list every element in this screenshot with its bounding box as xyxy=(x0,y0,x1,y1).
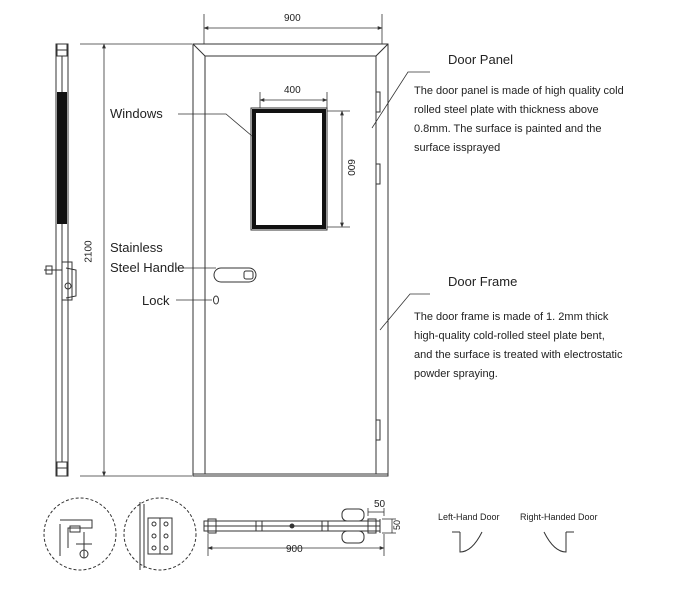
door-panel-leader xyxy=(371,71,430,129)
hinge-bottom xyxy=(375,419,381,441)
door-window xyxy=(250,107,328,231)
plan-small-dimensions xyxy=(367,508,396,534)
hinge-middle xyxy=(375,163,381,185)
right-hand-door-label: Right-Handed Door xyxy=(520,512,598,522)
door-height-label: 2100 xyxy=(83,240,95,263)
door-frame-outline xyxy=(192,43,389,477)
door-handle xyxy=(213,267,257,283)
detail-circle-hinge xyxy=(123,497,197,571)
door-frame-leader xyxy=(379,293,430,331)
plan-section xyxy=(203,508,381,544)
left-hand-swing-symbol xyxy=(452,531,483,553)
window-width-label: 400 xyxy=(284,85,301,96)
door-lock xyxy=(213,295,219,305)
door-elevation xyxy=(192,43,389,477)
windows-leader xyxy=(178,113,253,137)
windows-callout: Windows xyxy=(110,106,163,121)
height-dimension xyxy=(80,43,192,477)
side-handle-detail xyxy=(44,261,77,301)
window-height-dimension xyxy=(327,110,350,228)
side-seal-strip xyxy=(57,92,67,224)
hinge-top xyxy=(375,91,381,113)
callout-leaders xyxy=(176,71,430,331)
door-frame-heading: Door Frame xyxy=(448,274,518,289)
right-hand-swing-symbol xyxy=(543,531,574,553)
side-profile xyxy=(44,43,77,477)
door-panel-description: The door panel is made of high quality c… xyxy=(414,85,624,154)
handle-callout-line1: Stainless xyxy=(110,240,163,255)
plan-width-dimension xyxy=(207,534,385,556)
left-hand-door-label: Left-Hand Door xyxy=(438,512,500,522)
door-width-label: 900 xyxy=(284,13,301,24)
window-width-dimension xyxy=(259,92,328,108)
window-height-label: 600 xyxy=(344,159,356,176)
frame-side-label: 50 xyxy=(392,519,403,531)
frame-depth-label: 50 xyxy=(374,499,386,510)
handle-callout-line2: Steel Handle xyxy=(110,260,185,275)
lock-callout: Lock xyxy=(142,293,170,308)
width-dimension xyxy=(203,14,383,44)
door-panel-heading: Door Panel xyxy=(448,52,514,67)
plan-width-label: 900 xyxy=(286,544,303,555)
detail-circle-left xyxy=(43,497,117,571)
door-frame-description: The door frame is made of 1. 2mm thick h… xyxy=(414,311,623,380)
